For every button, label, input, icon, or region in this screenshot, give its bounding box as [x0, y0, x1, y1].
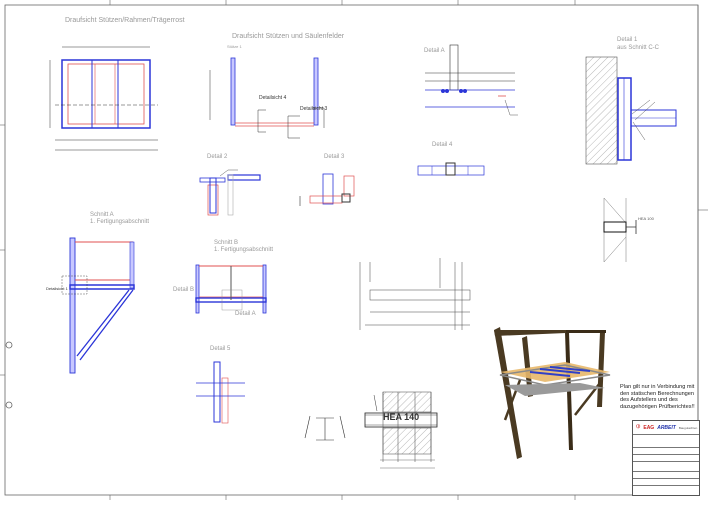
- detail-a-drawing: [425, 44, 518, 116]
- column-label: Stütze 1: [227, 44, 242, 49]
- hea-100-detail: [603, 197, 637, 263]
- top-view-2-title: Draufsicht Stützen und Säulenfelder: [232, 33, 345, 40]
- logo-icon: ⦶: [636, 424, 641, 430]
- title-block-row: [633, 435, 699, 448]
- detail-3-title: Detail 3: [324, 154, 345, 160]
- i-profile-sketch: [304, 415, 346, 441]
- section-a-title: Schnitt A: [90, 212, 114, 218]
- detailsicht-1-label: Detailsicht 1: [46, 286, 68, 291]
- section-a-subtitle: 1. Fertigungsabschnitt: [90, 219, 150, 225]
- title-block-row: [633, 455, 699, 462]
- plan-validity-notice: Plan gilt nur in Verbindung mit den stat…: [620, 384, 695, 410]
- detail-a-label: Detail A: [235, 311, 256, 317]
- top-view-1-title: Draufsicht Stützen/Rahmen/Trägerrost: [65, 17, 185, 24]
- detail-b-label: Detail B: [173, 287, 195, 293]
- 3d-render-balcony: [494, 327, 611, 459]
- title-block-row: [633, 479, 699, 486]
- title-block-row: [633, 486, 699, 492]
- hea-140-label: HEA 140: [383, 412, 420, 422]
- logo-text-3: Baugutachten: [678, 425, 698, 430]
- detail-1-drawing: [585, 56, 677, 165]
- detail-1-title: Detail 1: [617, 37, 638, 43]
- logo-text-1: EAG: [643, 424, 655, 431]
- detailsicht-3-label: Detailsicht 3: [300, 106, 328, 112]
- section-b-drawing: [195, 264, 267, 314]
- detail-a-top-title: Detail A: [424, 48, 445, 54]
- top-view-columns: [209, 57, 325, 139]
- detail-4-drawing: [417, 162, 485, 176]
- title-block: ⦶ EAG ARBEIT Baugutachten: [632, 420, 700, 496]
- hea-140-detail: [364, 391, 438, 469]
- hea-100-label: HEA 100: [638, 216, 654, 221]
- detail-1-subtitle: aus Schnitt C-C: [617, 45, 660, 51]
- detail-5-drawing: [196, 361, 245, 424]
- detail-4-title: Detail 4: [432, 142, 453, 148]
- section-b-title: Schnitt B: [214, 240, 239, 246]
- logo-text-2: ARBEIT: [657, 424, 676, 431]
- section-b-subtitle: 1. Fertigungsabschnitt: [214, 247, 274, 253]
- top-view-frame: [49, 46, 158, 151]
- company-logo: ⦶ EAG ARBEIT Baugutachten: [633, 421, 699, 435]
- title-block-row: [633, 462, 699, 472]
- detail-3-drawing: [299, 173, 355, 206]
- detail-2-drawing: [199, 169, 261, 216]
- section-a-drawing: [61, 237, 135, 374]
- center-elevation: [359, 258, 471, 330]
- title-block-row: [633, 472, 699, 479]
- detailsicht-4-label: Detailsicht 4: [259, 95, 287, 101]
- title-block-row: [633, 448, 699, 455]
- detail-2-title: Detail 2: [207, 154, 228, 160]
- detail-5-title: Detail 5: [210, 346, 231, 352]
